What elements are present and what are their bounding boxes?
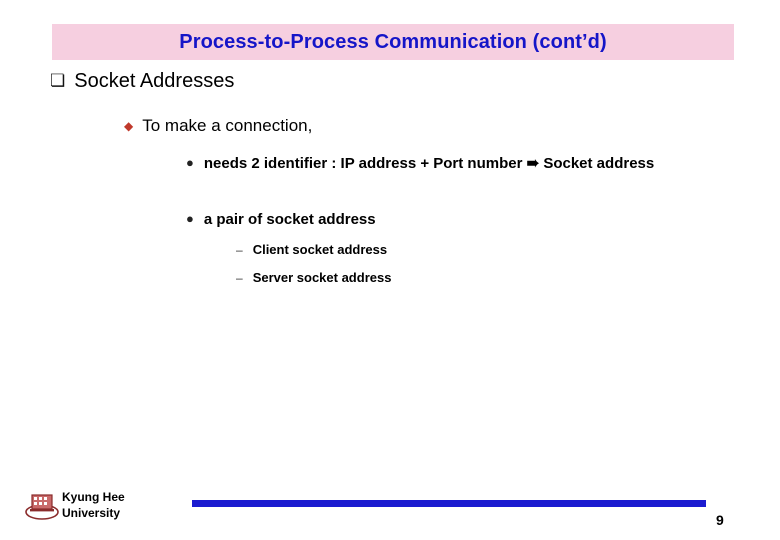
bullet-level1: ❏ Socket Addresses <box>50 68 234 94</box>
footer-institution-line1: Kyung Hee <box>62 490 125 504</box>
page-number: 9 <box>716 512 724 528</box>
footer-institution: Kyung Hee University <box>62 489 125 521</box>
bullet-square-icon: ❏ <box>50 71 66 90</box>
bullet-level2: ◆ To make a connection, <box>124 114 312 138</box>
bullet-level3-item: ● needs 2 identifier : IP address + Port… <box>186 152 726 175</box>
footer-divider <box>192 500 706 507</box>
bullet-level4-text: Server socket address <box>252 270 392 285</box>
bullet-level1-text: Socket Addresses <box>74 70 235 92</box>
bullet-level4-item: – Server socket address <box>236 268 391 288</box>
bullet-dot-icon: ● <box>186 155 194 170</box>
bullet-dash-icon: – <box>236 271 243 285</box>
bullet-dot-icon: ● <box>186 211 194 226</box>
bullet-level3-item: ● a pair of socket address <box>186 208 726 231</box>
bullet-level3-text: a pair of socket address <box>203 211 376 228</box>
bullet-level4-item: – Client socket address <box>236 240 387 260</box>
bullet-level4-text: Client socket address <box>252 242 388 257</box>
page-title: Process-to-Process Communication (cont’d… <box>179 30 607 53</box>
footer-institution-line2: University <box>62 506 121 520</box>
bullet-level3-text: needs 2 identifier : IP address + Port n… <box>203 155 655 172</box>
slide-title-bar: Process-to-Process Communication (cont’d… <box>52 24 734 60</box>
bullet-level2-text: To make a connection, <box>142 116 313 135</box>
university-crest-icon <box>24 486 60 522</box>
bullet-dash-icon: – <box>236 243 243 257</box>
bullet-diamond-icon: ◆ <box>124 119 134 133</box>
